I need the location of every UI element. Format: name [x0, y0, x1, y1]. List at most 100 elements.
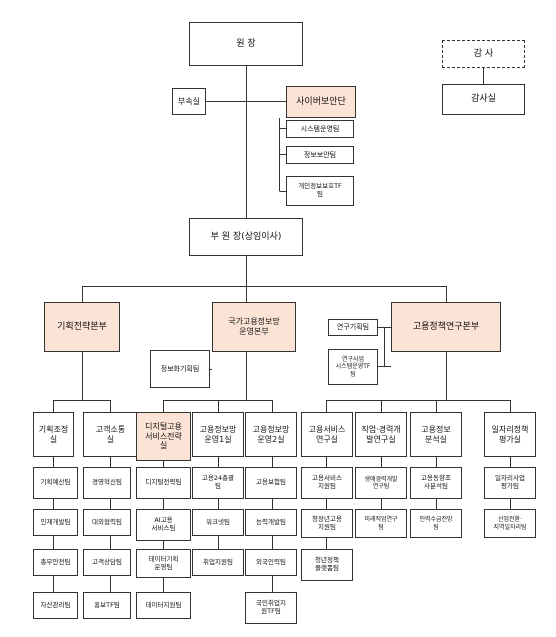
- team-box: 고용동향조 사분석팀: [410, 467, 462, 499]
- audit-office-label: 감사실: [471, 94, 496, 105]
- team-box: 국민취업지 원TF팀: [245, 592, 297, 624]
- department-box: 직업·경력개 발연구실: [355, 412, 407, 457]
- division-employment-info-label: 국가고용정보망 운영본부: [228, 317, 280, 336]
- affiliated-office-label: 부속실: [177, 96, 201, 106]
- research-project-tf-team-label: 연구사업 시스템운영TF 팀: [335, 356, 371, 378]
- system-ops-team-label: 시스템운영팀: [300, 124, 340, 133]
- team-label: 고용24총괄 팀: [201, 474, 235, 490]
- team-label: 워크넷팀: [206, 517, 230, 526]
- team-box: 고객상담팀: [83, 549, 131, 576]
- team-box: 워크넷팀: [192, 509, 244, 536]
- info-planning-team-label: 정보화기획팀: [160, 364, 200, 373]
- team-box: 자산관리팀: [33, 592, 78, 619]
- team-label: 홍보TF팀: [94, 600, 120, 609]
- department-label: 고객소통 실: [95, 424, 126, 444]
- department-box: 고용정보망 운영1실: [192, 412, 244, 457]
- cyber-security-team-label: 사이버보안단: [296, 96, 346, 107]
- division-research-box: 고용정책연구본부: [391, 302, 501, 352]
- team-label: 기획예산팀: [40, 478, 71, 487]
- affiliated-office-box: 부속실: [172, 88, 206, 115]
- team-label: 고용보험팀: [256, 478, 286, 487]
- department-label: 직업·경력개 발연구실: [361, 424, 401, 444]
- department-label: 일자리정책 평가실: [491, 424, 529, 444]
- department-label: 고용정보 분석실: [421, 424, 451, 444]
- team-label: 외국인력팀: [256, 557, 286, 566]
- division-employment-info-box: 국가고용정보망 운영본부: [212, 302, 296, 352]
- department-label: 고용정보망 운영1실: [199, 424, 237, 444]
- team-label: 일자리사업 평가팀: [495, 474, 525, 490]
- president-box: 원 장: [189, 22, 303, 66]
- auditor-box: 감 사: [442, 40, 525, 68]
- team-box: 고용서비스 지원팀: [301, 467, 353, 499]
- team-label: 고용동향조 사분석팀: [421, 474, 451, 490]
- info-planning-team-box: 정보화기획팀: [150, 350, 210, 388]
- team-label: 경영혁신팀: [92, 478, 122, 487]
- team-box: AI고용 서비스팀: [136, 509, 191, 541]
- department-box: 일자리정책 평가실: [484, 412, 536, 457]
- team-box: 인력수급전망 팀: [410, 509, 462, 538]
- team-label: 능력개발팀: [256, 517, 286, 526]
- team-label: 국민취업지 원TF팀: [256, 599, 286, 615]
- system-ops-team-box: 시스템운영팀: [286, 120, 354, 138]
- division-research-label: 고용정책연구본부: [412, 321, 480, 332]
- department-box: 고객소통 실: [83, 412, 138, 457]
- vice-president-label: 부 원 장(상임이사): [210, 231, 282, 242]
- department-label: 고용정보망 운영2실: [252, 424, 290, 444]
- team-label: 총무안전팀: [40, 557, 71, 566]
- team-box: 디지털전략팀: [136, 467, 191, 499]
- research-planning-team-label: 연구기획팀: [336, 323, 370, 332]
- team-label: 대외협력팀: [92, 517, 122, 526]
- team-label: 디지털전략팀: [145, 478, 182, 487]
- team-box: 홍보TF팀: [83, 592, 131, 619]
- team-box: 미래직업연구 팀: [355, 509, 407, 538]
- info-protection-team-box: 정보보안팀: [286, 146, 354, 164]
- division-planning-box: 기획전략본부: [44, 302, 120, 352]
- research-planning-team-box: 연구기획팀: [328, 319, 378, 336]
- team-label: 인력수급전망 팀: [419, 516, 453, 531]
- vice-president-box: 부 원 장(상임이사): [189, 218, 303, 256]
- privacy-tf-team-label: 개인정보보호TF 팀: [298, 182, 342, 198]
- team-box: 능력개발팀: [245, 509, 297, 536]
- department-label: 고용서비스 연구실: [308, 424, 346, 444]
- team-label: 데이터지원팀: [145, 600, 182, 609]
- division-planning-label: 기획전략본부: [57, 321, 107, 332]
- team-box: 총무안전팀: [33, 549, 78, 576]
- department-box: 기획조정 실: [33, 412, 74, 457]
- team-box: 외국인력팀: [245, 549, 297, 576]
- team-label: 청장년고용 지원팀: [312, 514, 342, 531]
- auditor-label: 감 사: [473, 48, 494, 59]
- team-box: 고용보험팀: [245, 467, 297, 499]
- team-box: 청년정책 플랫폼팀: [301, 549, 353, 581]
- team-label: 청년정책 플랫폼팀: [315, 556, 339, 572]
- team-box: 데이터지원팀: [136, 592, 191, 619]
- research-project-tf-team-box: 연구사업 시스템운영TF 팀: [328, 349, 378, 385]
- info-protection-team-label: 정보보안팀: [303, 150, 337, 159]
- team-box: 청장년고용 지원팀: [301, 509, 353, 538]
- team-label: 생애경력개발 연구팀: [364, 475, 398, 490]
- audit-office-box: 감사실: [442, 84, 525, 115]
- department-label: 디지털고용 서비스전략 실: [145, 422, 182, 451]
- team-label: 자산관리팀: [40, 600, 71, 609]
- team-label: 데이터기획 운영팀: [148, 554, 179, 571]
- team-label: 미래직업연구 팀: [364, 516, 398, 531]
- team-label: 고용서비스 지원팀: [312, 474, 342, 490]
- team-box: 생애경력개발 연구팀: [355, 467, 407, 499]
- team-box: 일자리사업 평가팀: [484, 467, 536, 499]
- team-box: 데이터기획 운영팀: [136, 549, 191, 578]
- department-box: 고용정보망 운영2실: [245, 412, 297, 457]
- cyber-security-team-box: 사이버보안단: [286, 86, 356, 118]
- team-box: 고용24총괄 팀: [192, 467, 244, 499]
- president-label: 원 장: [236, 38, 256, 49]
- department-box: 고용정보 분석실: [410, 412, 462, 457]
- team-label: 취업지원팀: [203, 557, 233, 566]
- team-box: 대외협력팀: [83, 509, 131, 536]
- team-label: 고객상담팀: [92, 557, 122, 566]
- team-box: 인재개발팀: [33, 509, 78, 536]
- team-label: 산업전환· 지역일자리팀: [493, 516, 527, 531]
- team-box: 산업전환· 지역일자리팀: [484, 509, 536, 538]
- department-box: 고용서비스 연구실: [301, 412, 353, 457]
- privacy-tf-team-box: 개인정보보호TF 팀: [286, 176, 354, 206]
- team-label: 인재개발팀: [40, 517, 71, 526]
- department-label: 기획조정 실: [38, 424, 69, 444]
